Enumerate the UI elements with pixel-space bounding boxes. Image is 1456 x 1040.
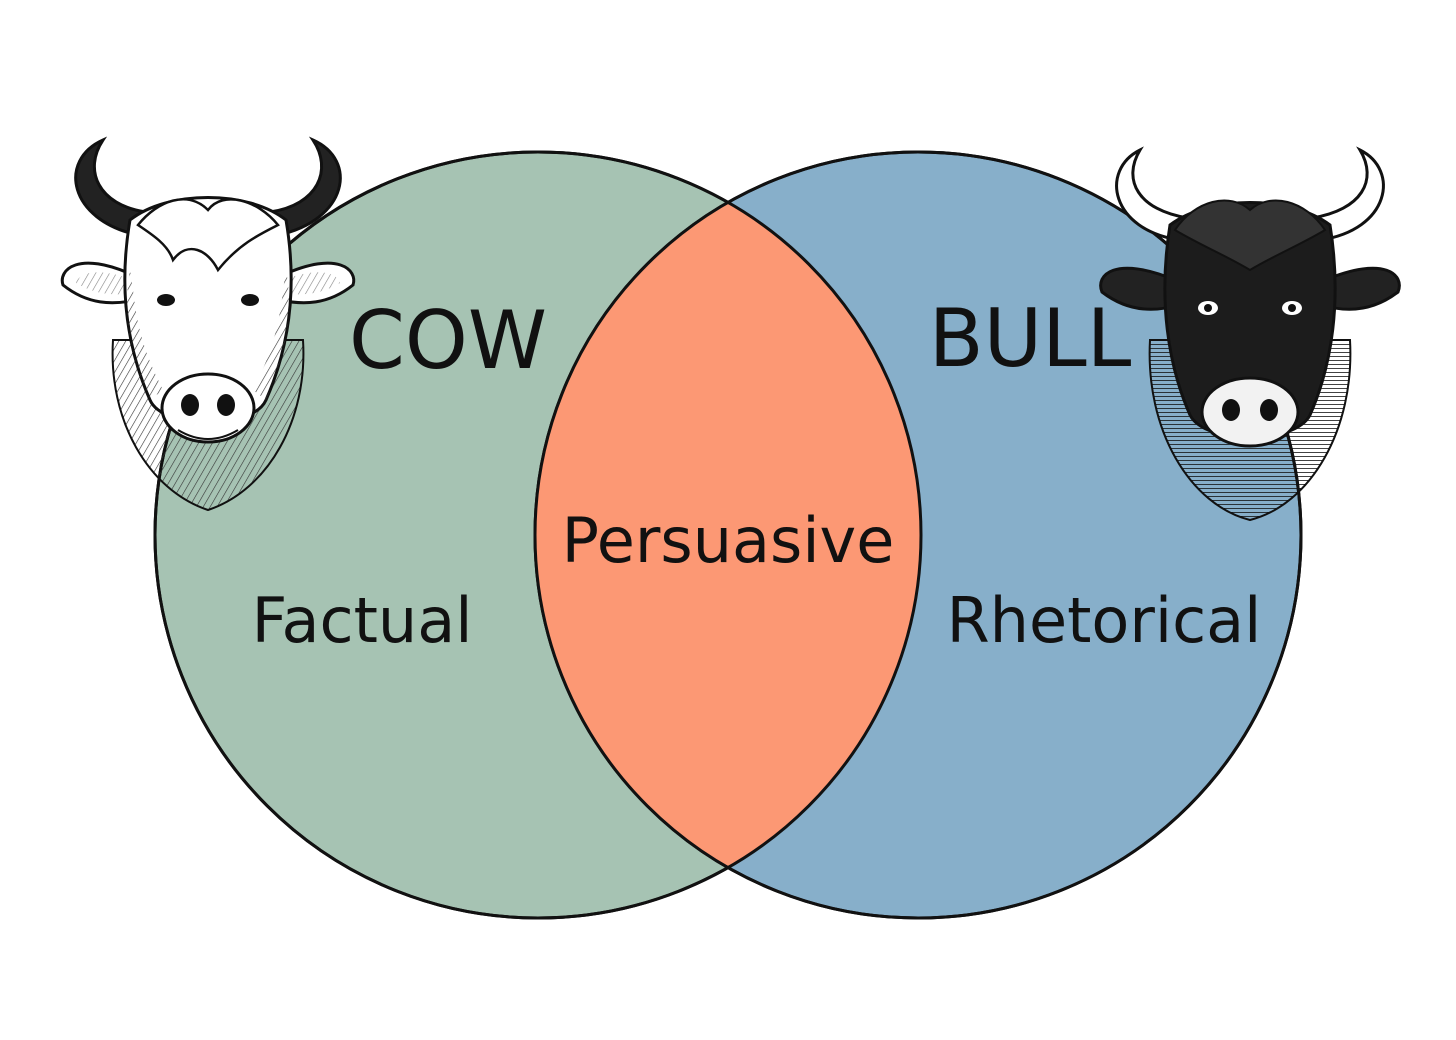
cow-head-icon xyxy=(60,136,356,512)
bull-set-title: BULL xyxy=(929,292,1132,385)
bull-set-label: Rhetorical xyxy=(947,584,1262,657)
cow-set-label: Factual xyxy=(252,584,473,657)
intersection-region xyxy=(535,152,921,918)
bull-head-icon xyxy=(1099,146,1401,522)
bull-set-outline xyxy=(533,150,1303,920)
cow-set-outline xyxy=(153,150,923,920)
intersection-label: Persuasive xyxy=(562,504,895,577)
cow-set-title: COW xyxy=(349,294,547,387)
